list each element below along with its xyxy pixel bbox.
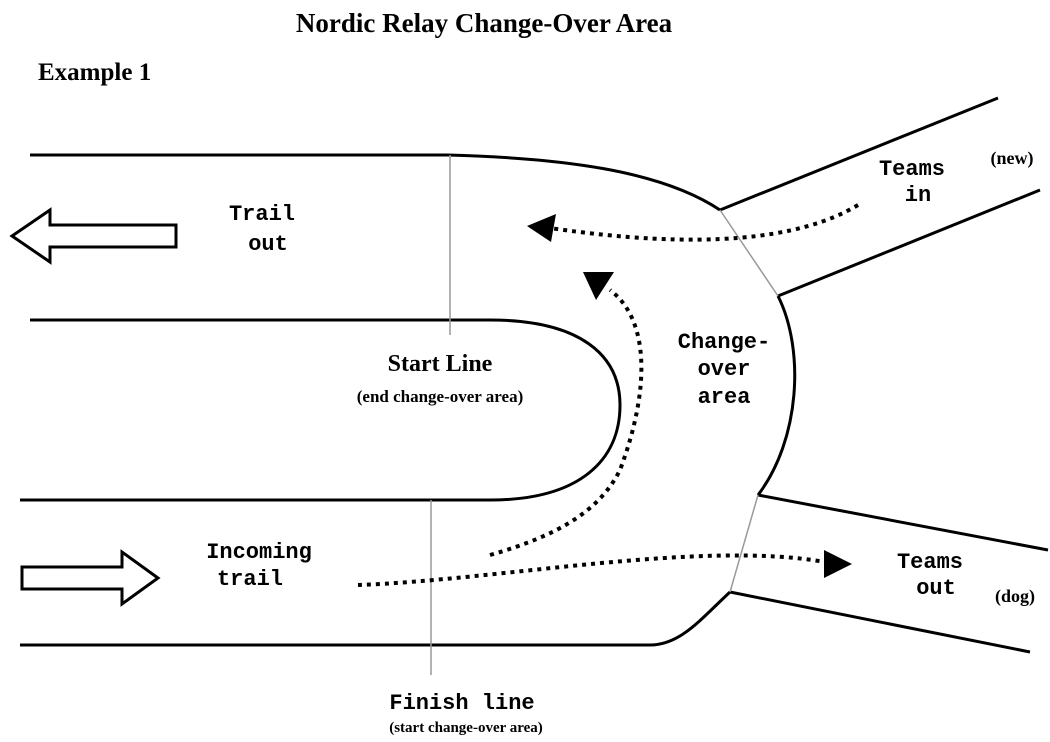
- inner-divider: [20, 318, 622, 502]
- teams-in-upper-edge: [719, 96, 999, 212]
- incoming-trail-arrow-icon: [20, 549, 161, 607]
- teams-out-gate: [729, 494, 759, 593]
- teams-out-flow-path: [357, 553, 826, 587]
- start-line-label: Start Line: [388, 351, 493, 377]
- teams-in-label-line2: in: [905, 183, 931, 208]
- teams-in-gate: [719, 209, 779, 297]
- teams-in-flow-arrowhead-icon: [527, 214, 556, 242]
- changeover-label-line2: over: [698, 357, 751, 382]
- changeover-right-edge: [756, 295, 797, 496]
- start-line-note: (end change-over area): [357, 387, 524, 406]
- teams-out-note: (dog): [995, 586, 1035, 607]
- trail-out-top-edge: [30, 153, 721, 212]
- teams-in-note: (new): [991, 148, 1034, 169]
- changeover-flow-path: [489, 288, 644, 557]
- teams-in-flow-path: [549, 203, 860, 242]
- trail-out-arrow-icon: [9, 207, 178, 265]
- teams-out-label-line2: out: [916, 576, 956, 601]
- teams-out-upper-edge: [757, 493, 1049, 552]
- trail-out-label-line1: Trail: [229, 202, 295, 227]
- teams-in-label-line1: Teams: [879, 157, 945, 182]
- changeover-flow-arrowhead-icon: [583, 272, 614, 300]
- incoming-trail-label-line1: Incoming: [206, 540, 312, 565]
- changeover-label-line1: Change-: [678, 330, 770, 355]
- finish-line-label: Finish line: [389, 691, 534, 716]
- teams-out-lower-edge: [729, 590, 1031, 654]
- example-label: Example 1: [38, 59, 151, 86]
- incoming-trail-label-line2: trail: [217, 567, 283, 592]
- incoming-bottom-edge: [20, 590, 732, 647]
- diagram-title: Nordic Relay Change-Over Area: [296, 8, 673, 38]
- teams-out-flow-arrowhead-icon: [824, 550, 852, 578]
- finish-line-note: (start change-over area): [389, 720, 543, 736]
- changeover-label-line3: area: [698, 385, 751, 410]
- teams-in-lower-edge: [777, 188, 1041, 298]
- teams-out-label-line1: Teams: [897, 550, 963, 575]
- trail-out-label-line2: out: [248, 232, 288, 257]
